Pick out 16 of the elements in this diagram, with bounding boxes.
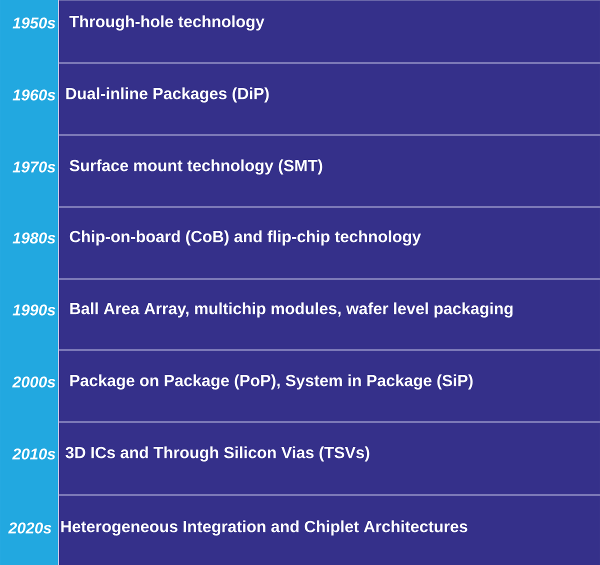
decade-label: 2020s [8, 522, 52, 534]
timeline-band: Ball Area Array, multichip modules, wafer level packaging [58, 279, 600, 350]
timeline-band: Dual-inline Packages (DiP) [58, 63, 600, 136]
timeline-band: Heterogeneous Integration and Chiplet Architectures [58, 495, 600, 565]
timeline-band: Chip-on-board (CoB) and flip-chip technology [58, 207, 600, 280]
decade-label: 1960s [12, 89, 56, 101]
timeline-band: 3D ICs and Through Silicon Vias (TSVs) [58, 422, 600, 496]
decade-label: 2000s [12, 376, 56, 388]
decade-label: 1990s [12, 304, 56, 316]
decade-label: 1980s [12, 232, 56, 244]
decade-label: 1950s [12, 17, 56, 29]
decade-label: 1970s [12, 161, 56, 173]
timeline-band: Through-hole technology [58, 0, 600, 64]
decade-label: 2010s [12, 448, 56, 460]
timeline-band: Surface mount technology (SMT) [58, 135, 600, 208]
timeline-band: Package on Package (PoP), System in Package (SiP) [58, 350, 600, 422]
